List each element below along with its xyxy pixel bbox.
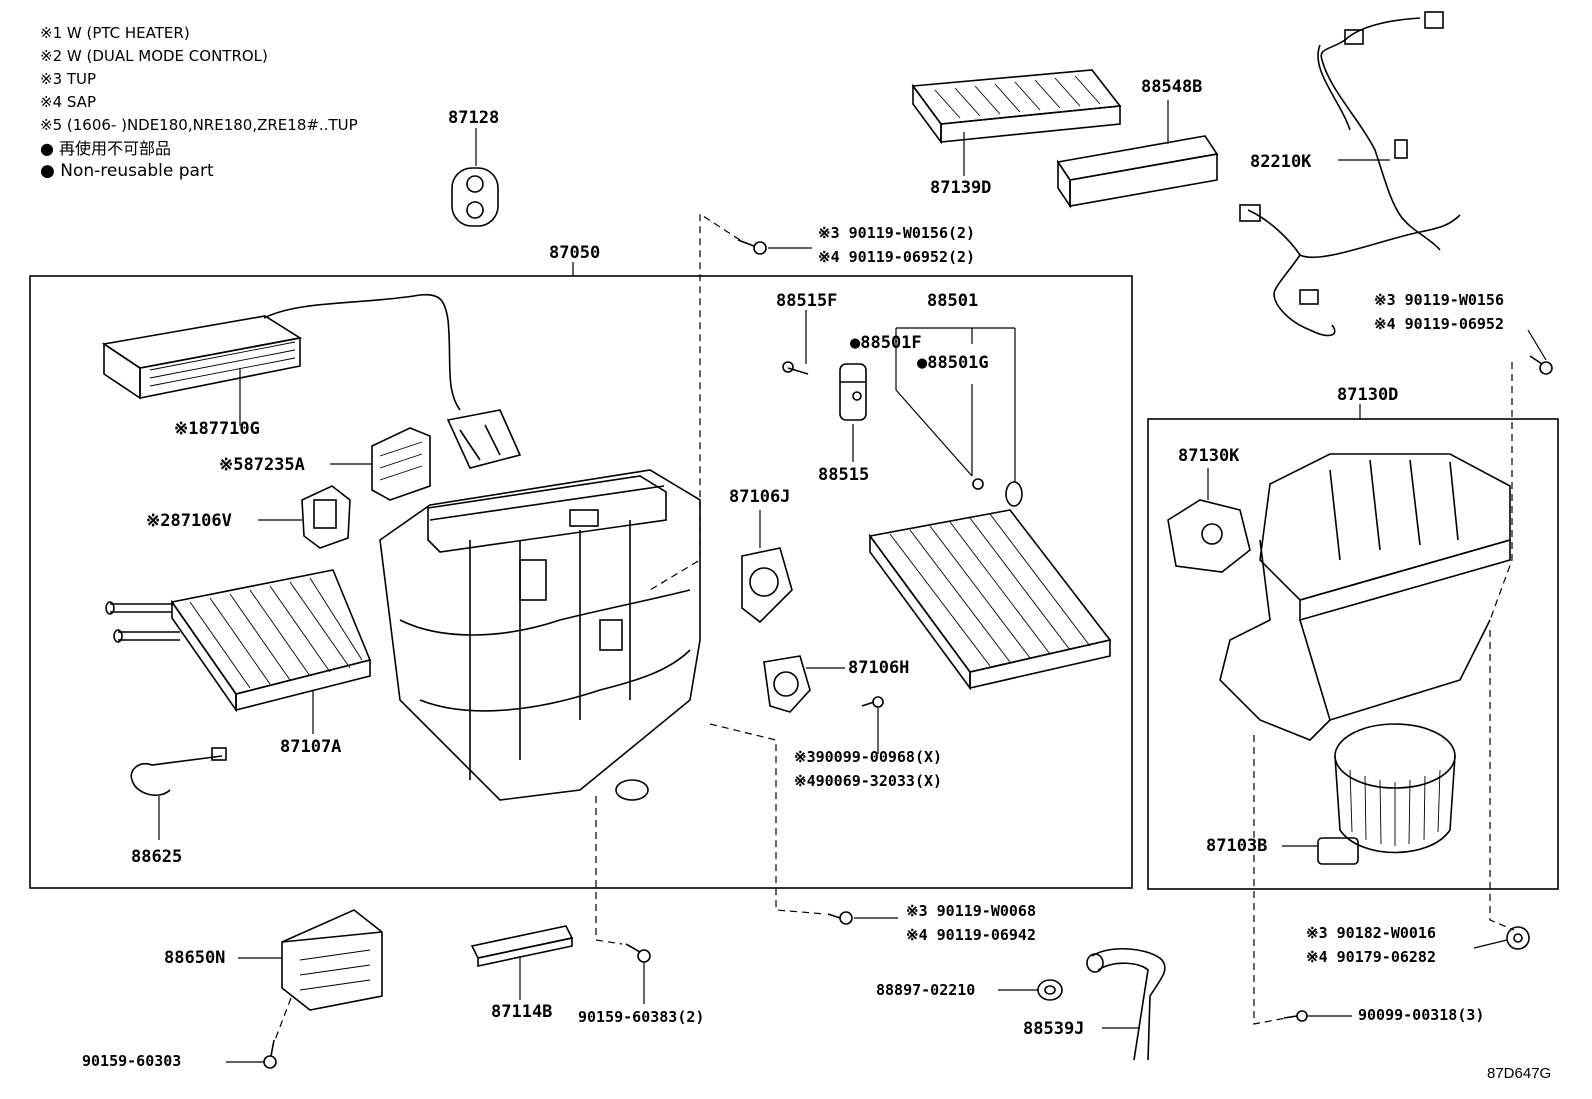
- label-88897-02210: 88897-02210: [876, 981, 975, 999]
- actuator-87106v-shape: [301, 485, 351, 549]
- assembly-87050-frame: [29, 275, 1133, 889]
- screw-88515f-shape: [782, 361, 809, 375]
- ptc-heater-87710g-shape: [101, 293, 461, 411]
- heater-core-87107a-shape: [105, 569, 372, 713]
- label-screw-mid-sap: ※490069-32033(X): [794, 772, 942, 790]
- label-88515f: 88515F: [776, 291, 837, 311]
- screw-60383-shape: [625, 943, 651, 963]
- label-screw-bottom-sap: ※4 90119-06942: [906, 926, 1036, 944]
- note-nonreusable-en: ● Non-reusable part: [40, 161, 214, 181]
- label-87235a: ※587235A: [219, 455, 305, 475]
- diagram-id: 87D647G: [1487, 1065, 1551, 1082]
- main-unit-housing-shape: [379, 469, 701, 801]
- harness-82210k-shape: [1239, 11, 1461, 337]
- evaporator-88501-shape: [868, 478, 1112, 691]
- label-87106v: ※287106V: [146, 511, 232, 531]
- actuator-87106h-shape: [763, 655, 811, 713]
- hose-88539j-shape: [1086, 947, 1166, 1061]
- label-screw-right-sap: ※4 90119-06952: [1374, 315, 1504, 333]
- label-screw-mid-tup: ※390099-00968(X): [794, 748, 942, 766]
- valve-88515-shape: [839, 363, 867, 421]
- actuator-87106j-shape: [741, 547, 793, 624]
- note-3: ※3 TUP: [40, 70, 97, 88]
- unit-88650n-shape: [281, 909, 383, 1011]
- label-88515: 88515: [818, 465, 869, 485]
- label-screw-right-tup: ※3 90119-W0156: [1374, 291, 1504, 309]
- screw-small-shape: [861, 696, 884, 708]
- screw-00318-shape: [1283, 1010, 1308, 1022]
- label-87710g: ※187710G: [174, 419, 260, 439]
- label-clip-br-tup: ※3 90182-W0016: [1306, 924, 1436, 942]
- note-nonreusable-jp: ● 再使用不可部品: [40, 139, 172, 158]
- label-88548b: 88548B: [1141, 77, 1202, 97]
- label-82210k: 82210K: [1250, 152, 1312, 172]
- screw-right-shape: [1529, 355, 1553, 375]
- notes-legend: ※1 W (PTC HEATER) ※2 W (DUAL MODE CONTRO…: [40, 22, 358, 183]
- label-88539j: 88539J: [1023, 1019, 1084, 1039]
- label-87139d: 87139D: [930, 178, 991, 198]
- note-5: ※5 (1606- )NDE180,NRE180,ZRE18#..TUP: [40, 116, 358, 134]
- label-screw-00318: 90099-00318(3): [1358, 1006, 1484, 1024]
- label-screw-60303: 90159-60303: [82, 1052, 181, 1070]
- blower-housing-87130d-shape: [1219, 453, 1511, 741]
- label-screw-top-tup: ※3 90119-W0156(2): [818, 224, 975, 242]
- screw-top-shape: [737, 239, 767, 255]
- part-87130k-shape: [1167, 499, 1251, 573]
- label-clip-br-sap: ※4 90179-06282: [1306, 948, 1436, 966]
- part-87235a-shape: [371, 427, 431, 501]
- filter-87139d-shape: [911, 69, 1122, 145]
- label-screw-top-sap: ※4 90119-06952(2): [818, 248, 975, 266]
- screw-bottom-mid-shape: [827, 911, 853, 925]
- label-88501f: ●88501F: [850, 333, 922, 353]
- label-87106h: 87106H: [848, 658, 909, 678]
- screw-60303-shape: [263, 1039, 277, 1069]
- note-4: ※4 SAP: [40, 93, 96, 111]
- label-87130k: 87130K: [1178, 446, 1240, 466]
- cover-88548b-shape: [1056, 135, 1219, 209]
- label-87103b: 87103B: [1206, 836, 1267, 856]
- label-screw-bottom-tup: ※3 90119-W0068: [906, 902, 1036, 920]
- label-87128: 87128: [448, 108, 499, 128]
- blower-motor-87103b-shape: [1317, 723, 1456, 865]
- label-87050: 87050: [549, 243, 600, 263]
- label-88501: 88501: [927, 291, 978, 311]
- assembly-87130d-frame: [1147, 418, 1559, 890]
- grommet-87128-shape: [451, 167, 499, 227]
- clip-br-shape: [1506, 926, 1530, 950]
- label-88625: 88625: [131, 847, 182, 867]
- label-88501g: ●88501G: [917, 353, 989, 373]
- label-88650n: 88650N: [164, 948, 225, 968]
- label-87114b: 87114B: [491, 1002, 552, 1022]
- label-87107a: 87107A: [280, 737, 341, 757]
- label-screw-60383: 90159-60383(2): [578, 1008, 704, 1026]
- connector-shape: [446, 409, 522, 469]
- grommet-88897-shape: [1037, 979, 1063, 1001]
- sensor-88625-shape: [130, 747, 227, 796]
- duct-87114b-shape: [470, 925, 574, 967]
- note-2: ※2 W (DUAL MODE CONTROL): [40, 47, 268, 65]
- label-87130d: 87130D: [1337, 385, 1398, 405]
- label-87106j: 87106J: [729, 487, 790, 507]
- note-1: ※1 W (PTC HEATER): [40, 24, 190, 42]
